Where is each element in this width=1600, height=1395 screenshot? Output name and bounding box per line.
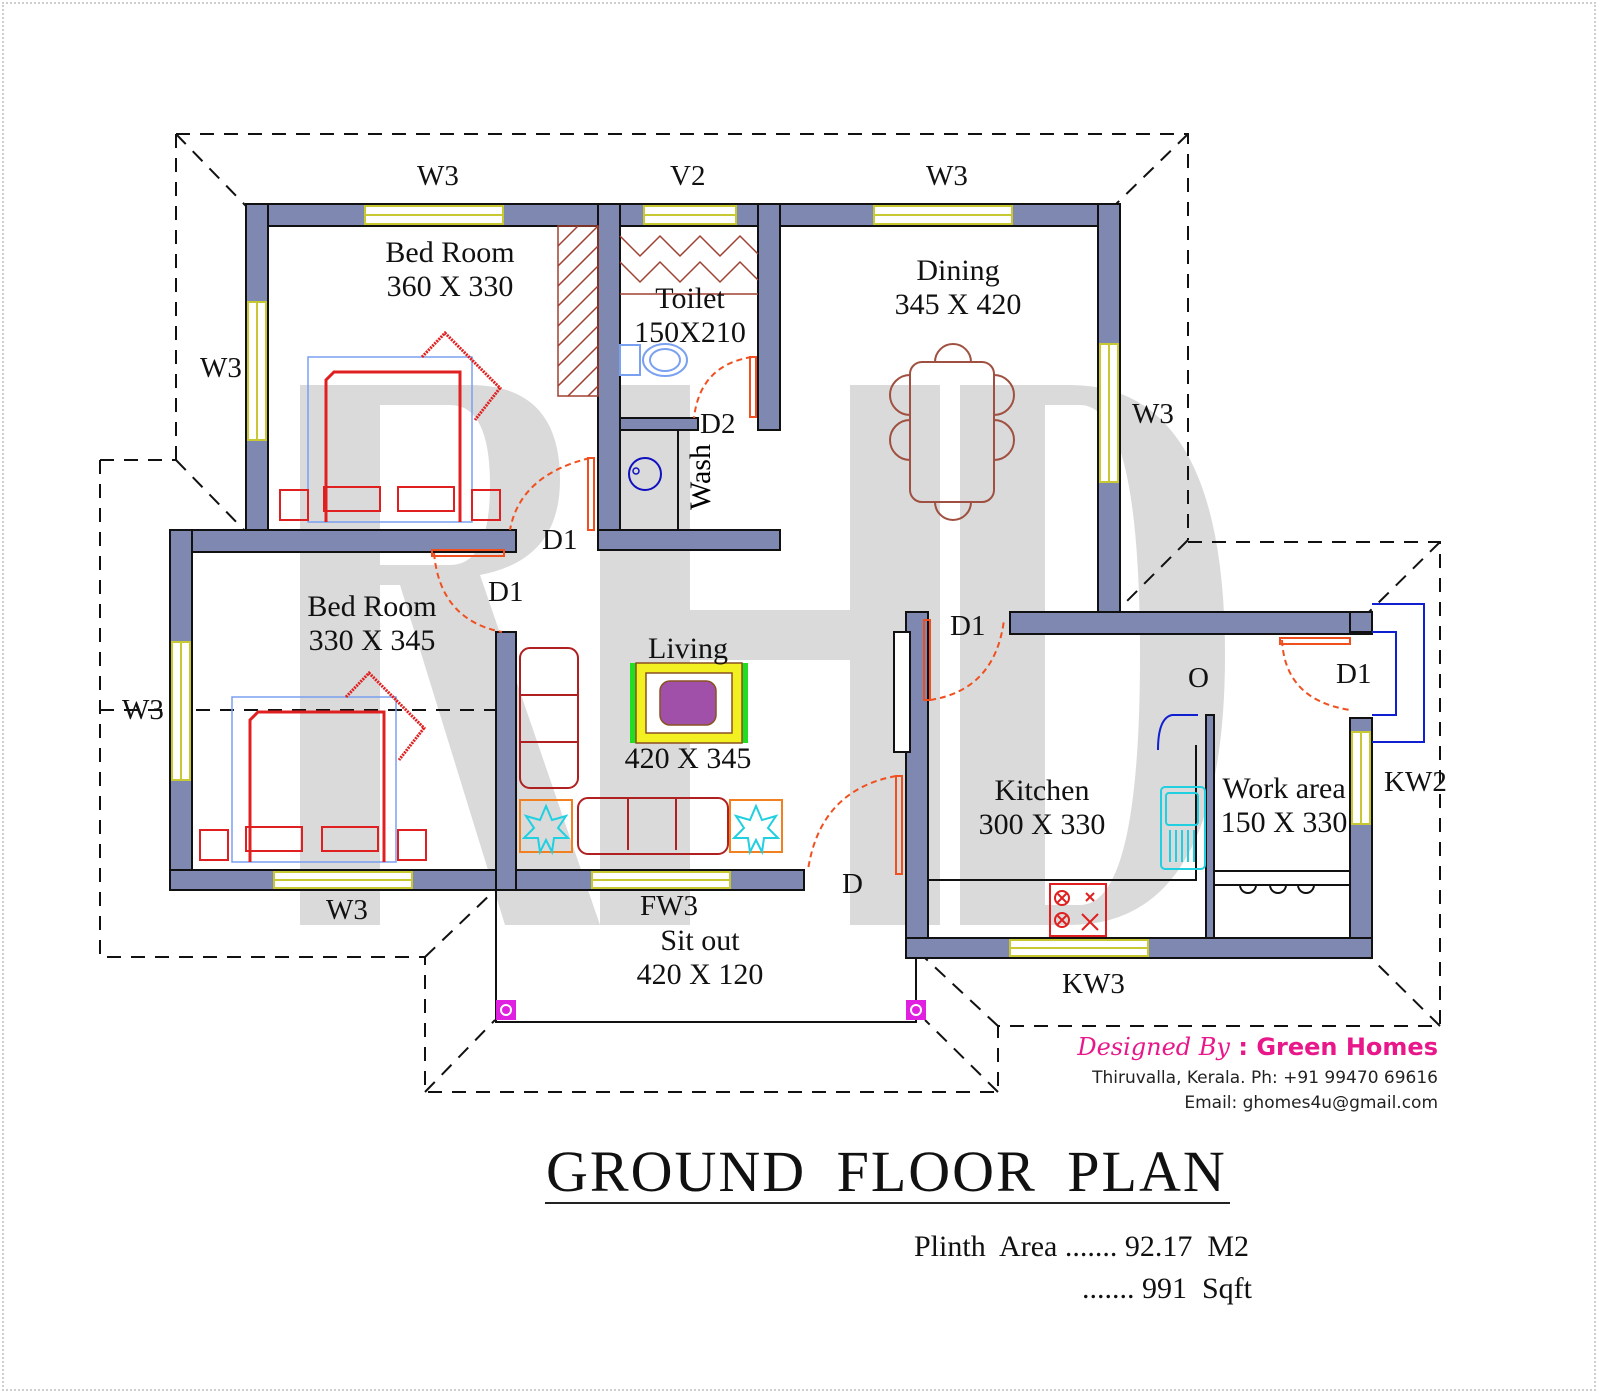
bed-1 [279, 330, 502, 523]
room-size: 345 X 420 [894, 288, 1022, 321]
room-name: Bed Room [307, 590, 437, 623]
room-size: 330 X 345 [308, 624, 436, 657]
plinth-area-imperial: ....... 991 Sqft [1082, 1272, 1252, 1306]
page-title: GROUND FLOOR PLAN [546, 1139, 1227, 1204]
wash-basin [628, 457, 662, 491]
plinth-dots-1: ....... [1064, 1230, 1118, 1263]
window-label-v2: V2 [670, 160, 706, 192]
planters [519, 799, 783, 856]
window-label-w3-left-lower: W3 [122, 694, 164, 726]
room-name: Bed Room [385, 236, 515, 269]
room-size: 360 X 330 [386, 270, 514, 303]
door-label-main: D [842, 868, 863, 900]
room-kitchen: Kitchen 300 X 330 [979, 774, 1106, 842]
room-bedroom-1: Bed Room 360 X 330 [385, 236, 514, 304]
door-label-d1-bed1: D1 [542, 524, 578, 556]
window-label-w3-right: W3 [1132, 398, 1174, 430]
room-work-area: Work area 150 X 330 [1221, 772, 1348, 840]
opening-label-o: O [1188, 662, 1209, 694]
windows [171, 205, 1371, 957]
window-label-w3-left-upper: W3 [200, 352, 242, 384]
kitchen-sink [1160, 786, 1206, 870]
plinth-dots-2: ....... [1082, 1272, 1135, 1305]
window-label-kw2: KW2 [1384, 766, 1447, 798]
plinth-metric-value: 92.17 M2 [1124, 1230, 1250, 1263]
cooking-hob [1049, 883, 1107, 937]
room-toilet: Toilet 150X210 [634, 282, 746, 350]
room-wash-label: Wash [683, 444, 717, 510]
designer-name: Green Homes [1256, 1033, 1438, 1061]
room-name: Dining [916, 254, 1000, 287]
designer-separator: : [1238, 1033, 1248, 1061]
title-underline [545, 1202, 1230, 1204]
wc-fixture [619, 343, 688, 377]
room-sitout: Sit out 420 X 120 [637, 924, 764, 992]
window-label-w3-bottom: W3 [326, 894, 368, 926]
window-label-fw3: FW3 [640, 890, 698, 922]
room-living-name: Living [648, 632, 728, 665]
room-living-size: 420 X 345 [624, 742, 752, 775]
sofa-set [519, 647, 729, 855]
room-size: 420 X 120 [636, 958, 764, 991]
designer-credit: Designed By : Green Homes [1077, 1033, 1438, 1061]
tv-unit [893, 631, 911, 753]
room-name: Sit out [660, 924, 740, 957]
sitout-columns [496, 1000, 926, 1020]
plinth-area-metric: Plinth Area ....... 92.17 M2 [914, 1230, 1249, 1264]
doors [431, 356, 1351, 875]
window-label-kw3: KW3 [1062, 968, 1125, 1000]
door-label-d1-bed2: D1 [488, 576, 524, 608]
designer-prefix: Designed By [1077, 1033, 1230, 1061]
room-size: 300 X 330 [978, 808, 1106, 841]
room-size: 150 X 330 [1220, 806, 1348, 839]
room-bedroom-2: Bed Room 330 X 345 [307, 590, 436, 658]
room-name: Toilet [655, 282, 725, 315]
door-label-d1-kitchen: D1 [950, 610, 986, 642]
wardrobe [557, 225, 599, 397]
room-name: Kitchen [994, 774, 1090, 807]
door-label-d1-work: D1 [1336, 658, 1372, 690]
room-size: 150X210 [634, 316, 746, 349]
shower-tiles [619, 234, 759, 295]
designer-address: Thiruvalla, Kerala. Ph: +91 99470 69616 [1092, 1068, 1438, 1088]
designer-email: Email: ghomes4u@gmail.com [1184, 1093, 1438, 1113]
room-dining: Dining 345 X 420 [895, 254, 1022, 322]
bed-2 [199, 670, 427, 863]
window-label-w3-top-left: W3 [417, 160, 459, 192]
plinth-area-label: Plinth Area [914, 1230, 1058, 1263]
door-label-d2: D2 [700, 408, 736, 440]
roof-outline [99, 133, 1441, 1093]
window-label-w3-top-right: W3 [926, 160, 968, 192]
plinth-imperial-value: 991 Sqft [1142, 1272, 1253, 1305]
room-name: Work area [1222, 772, 1346, 805]
center-rug [630, 662, 748, 744]
dining-table [889, 343, 1015, 521]
